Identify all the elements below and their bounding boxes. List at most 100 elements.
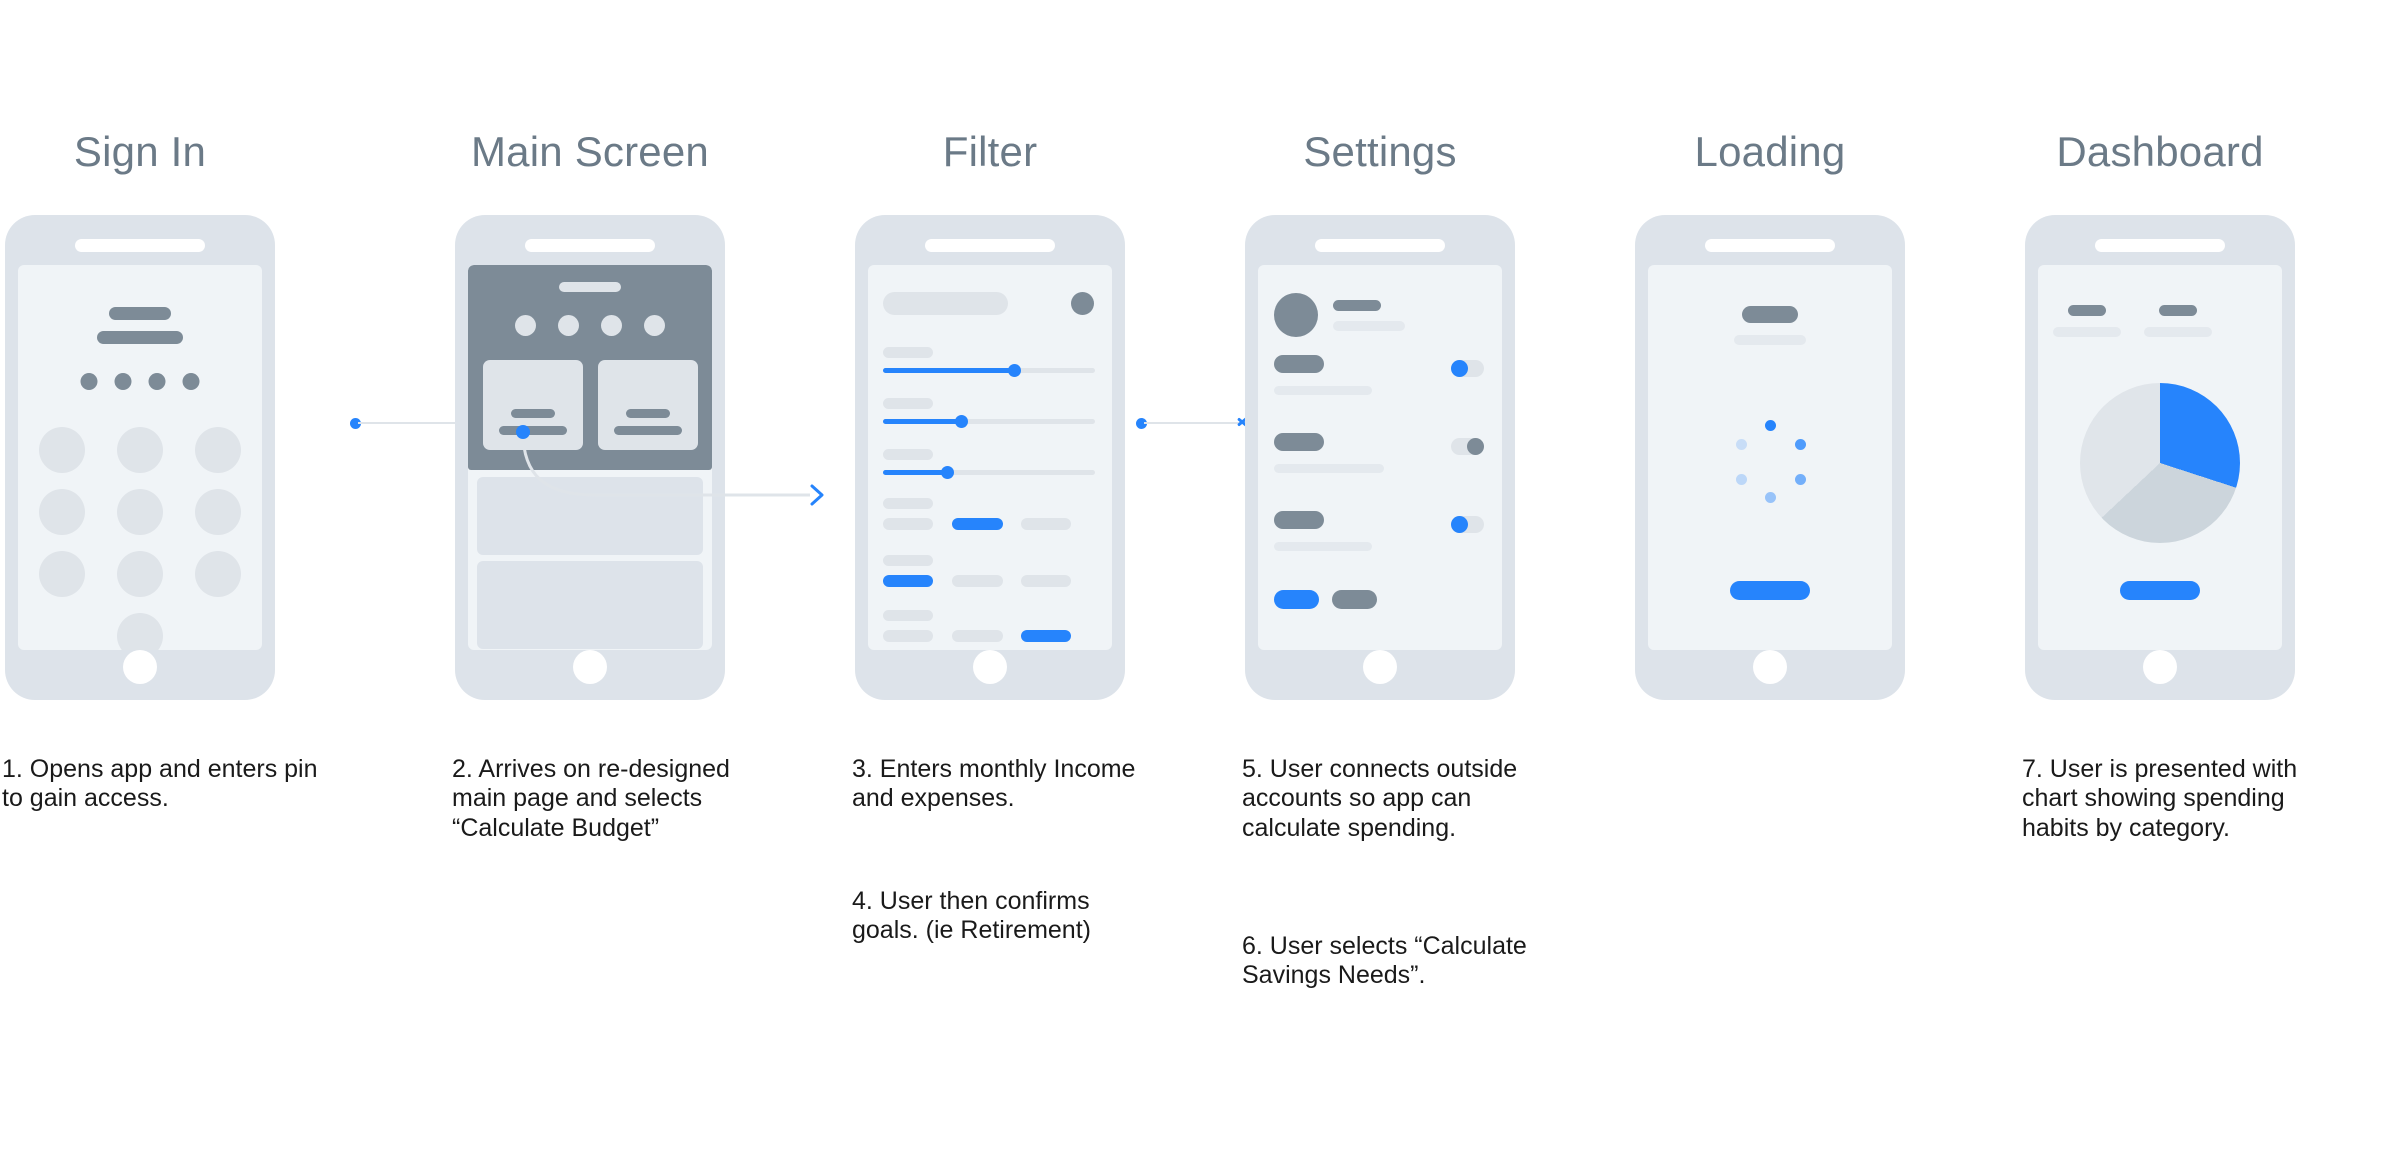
loading-title-placeholder <box>1742 306 1798 323</box>
category-icon-row[interactable] <box>515 315 665 336</box>
option-chip-selected[interactable] <box>883 575 933 587</box>
option-group-label <box>883 610 933 621</box>
spinner-dot <box>1736 439 1747 450</box>
phone-speaker <box>1705 239 1835 252</box>
keypad-key[interactable] <box>39 551 85 597</box>
option-chip[interactable] <box>952 630 1003 642</box>
toggle-knob <box>1467 438 1484 455</box>
slider-knob[interactable] <box>1008 364 1022 377</box>
phone-speaker <box>2095 239 2225 252</box>
slider-fill <box>883 470 947 475</box>
setting-toggle[interactable] <box>1451 516 1484 533</box>
category-icon[interactable] <box>644 315 665 336</box>
phone-home-button[interactable] <box>973 650 1007 684</box>
phone-mockup-settings <box>1245 215 1515 700</box>
phone-home-button[interactable] <box>1753 650 1787 684</box>
spinner-dot <box>1795 474 1806 485</box>
keypad-key[interactable] <box>195 427 241 473</box>
signin-subtitle-placeholder <box>97 331 183 344</box>
step-caption-2: 2. Arrives on re-designed main page and … <box>452 755 730 842</box>
step-caption-4: 4. User then confirms goals. (ie Retirem… <box>852 887 1091 945</box>
setting-row-title <box>1274 511 1324 529</box>
keypad-key[interactable] <box>117 427 163 473</box>
avatar[interactable] <box>1274 293 1318 337</box>
setting-row-subtitle <box>1274 542 1372 551</box>
stat-value-placeholder <box>2144 327 2212 337</box>
toggle-knob <box>1451 516 1468 533</box>
setting-toggle[interactable] <box>1451 360 1484 377</box>
setting-row-subtitle <box>1274 464 1384 473</box>
keypad-key[interactable] <box>195 551 241 597</box>
calculate-budget-card[interactable] <box>483 360 583 450</box>
slider-label <box>883 449 933 460</box>
phone-viewport-dashboard <box>2038 265 2282 650</box>
secondary-action-card[interactable] <box>598 360 698 450</box>
connector-dot <box>350 418 361 429</box>
option-chip[interactable] <box>883 518 933 530</box>
step-caption-5: 5. User connects outside accounts so app… <box>1242 755 1518 842</box>
secondary-button[interactable] <box>1332 590 1377 609</box>
goal-slider[interactable] <box>883 466 1095 479</box>
action-card-row <box>483 360 698 450</box>
pin-dot <box>114 373 132 390</box>
slider-fill <box>883 368 1015 373</box>
loading-action-button[interactable] <box>1730 581 1810 600</box>
pin-keypad[interactable] <box>39 427 241 650</box>
stat-title-placeholder <box>2159 305 2197 316</box>
phone-speaker <box>75 239 205 252</box>
category-icon[interactable] <box>558 315 579 336</box>
keypad-key[interactable] <box>117 551 163 597</box>
option-chip-selected[interactable] <box>952 518 1003 530</box>
keypad-key[interactable] <box>195 489 241 535</box>
expenses-slider[interactable] <box>883 415 1095 428</box>
keypad-key[interactable] <box>39 489 85 535</box>
connector-filter-to-settings <box>1136 410 1266 434</box>
spinner-dot <box>1765 492 1776 503</box>
slider-knob[interactable] <box>940 466 954 479</box>
content-block <box>477 561 703 649</box>
hero-title-placeholder <box>559 282 621 292</box>
phone-viewport-filter <box>868 265 1112 650</box>
phone-mockup-signin <box>5 215 275 700</box>
loading-spinner-icon <box>1735 420 1806 503</box>
phone-speaker <box>925 239 1055 252</box>
setting-toggle[interactable] <box>1451 438 1484 455</box>
step-caption-7: 7. User is presented with chart showing … <box>2022 755 2298 842</box>
setting-row-title <box>1274 433 1324 451</box>
option-chip[interactable] <box>1021 575 1071 587</box>
dashboard-action-button[interactable] <box>2120 581 2200 600</box>
connector-dot <box>1136 418 1147 429</box>
keypad-key[interactable] <box>117 489 163 535</box>
phone-viewport-settings <box>1258 265 1502 650</box>
phone-viewport-loading <box>1648 265 1892 650</box>
option-chip[interactable] <box>883 630 933 642</box>
card-subtitle-placeholder <box>499 426 567 435</box>
card-title-placeholder <box>511 409 555 418</box>
phone-home-button[interactable] <box>1363 650 1397 684</box>
pin-dot <box>148 373 166 390</box>
pin-dot <box>80 373 98 390</box>
keypad-key-zero[interactable] <box>117 613 163 650</box>
phone-mockup-mainscreen <box>455 215 725 700</box>
phone-home-button[interactable] <box>123 650 157 684</box>
category-icon[interactable] <box>515 315 536 336</box>
screen-title-signin: Sign In <box>73 128 207 175</box>
option-group-label <box>883 555 933 566</box>
income-slider[interactable] <box>883 364 1095 377</box>
option-chip[interactable] <box>952 575 1003 587</box>
branch-connector-mainscreen-to-filter <box>516 425 824 506</box>
pin-dot <box>182 373 200 390</box>
phone-home-button[interactable] <box>2143 650 2177 684</box>
phone-home-button[interactable] <box>573 650 607 684</box>
option-chip[interactable] <box>1021 518 1071 530</box>
pin-dots <box>80 373 200 390</box>
option-chip-selected[interactable] <box>1021 630 1071 642</box>
category-icon[interactable] <box>601 315 622 336</box>
slider-knob[interactable] <box>955 415 969 428</box>
slider-fill <box>883 419 962 424</box>
loading-subtitle-placeholder <box>1734 335 1806 345</box>
avatar[interactable] <box>1071 292 1094 315</box>
calculate-savings-needs-button[interactable] <box>1274 590 1319 609</box>
main-hero-panel <box>468 265 712 470</box>
keypad-key[interactable] <box>39 427 85 473</box>
